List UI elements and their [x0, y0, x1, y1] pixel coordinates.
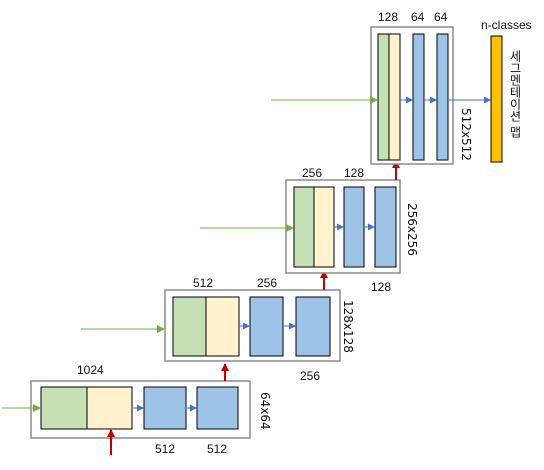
stage2-conv2-block: [374, 186, 397, 268]
stage2-conv1-block: [343, 186, 365, 268]
stage2-bottom-label: 128: [371, 280, 392, 294]
stage4-conv2-block: [196, 386, 239, 430]
stage4-concat-cream-block: [86, 386, 133, 430]
stage4-size-label: 64x64: [258, 392, 272, 430]
stage1-top-label-1: 128: [378, 10, 399, 24]
stage4-conv1-block: [143, 386, 187, 430]
output-segmentation-map-label: 세그멘테이션 맵: [508, 50, 522, 138]
stage1-top-label-3: 64: [434, 10, 448, 24]
output-classes-label: n-classes: [481, 18, 532, 32]
stage2-concat-cream-block: [313, 186, 335, 268]
stage1-conv2-block: [436, 33, 449, 161]
stage4-top-label: 1024: [77, 363, 104, 377]
stage3-conv1-block: [249, 296, 284, 357]
stage1-concat-cream-block: [388, 33, 401, 161]
stage4-concat-green-block: [40, 386, 88, 430]
stage2-top-label-1: 256: [302, 166, 323, 180]
stage1-top-label-2: 64: [411, 10, 425, 24]
stage2-concat-green-block: [293, 186, 315, 268]
stage2-top-label-2: 128: [344, 166, 365, 180]
stage3-conv2-block: [295, 296, 331, 357]
stage3-concat-cream-block: [205, 296, 240, 357]
stage3-bottom-label: 256: [300, 369, 321, 383]
stage1-concat-green-block: [377, 33, 390, 161]
output-class-block: [490, 35, 503, 163]
stage3-size-label: 128x128: [341, 300, 355, 353]
stage4-bottom-label-2: 512: [207, 442, 228, 456]
stage4-bottom-label-1: 512: [155, 442, 176, 456]
stage3-concat-green-block: [172, 296, 207, 357]
stage1-size-label: 512x512: [459, 108, 473, 161]
stage1-conv1-block: [412, 33, 425, 161]
stage3-top-label-2: 256: [257, 276, 278, 290]
stage3-top-label-1: 512: [193, 276, 214, 290]
stage2-size-label: 256x256: [405, 203, 419, 256]
